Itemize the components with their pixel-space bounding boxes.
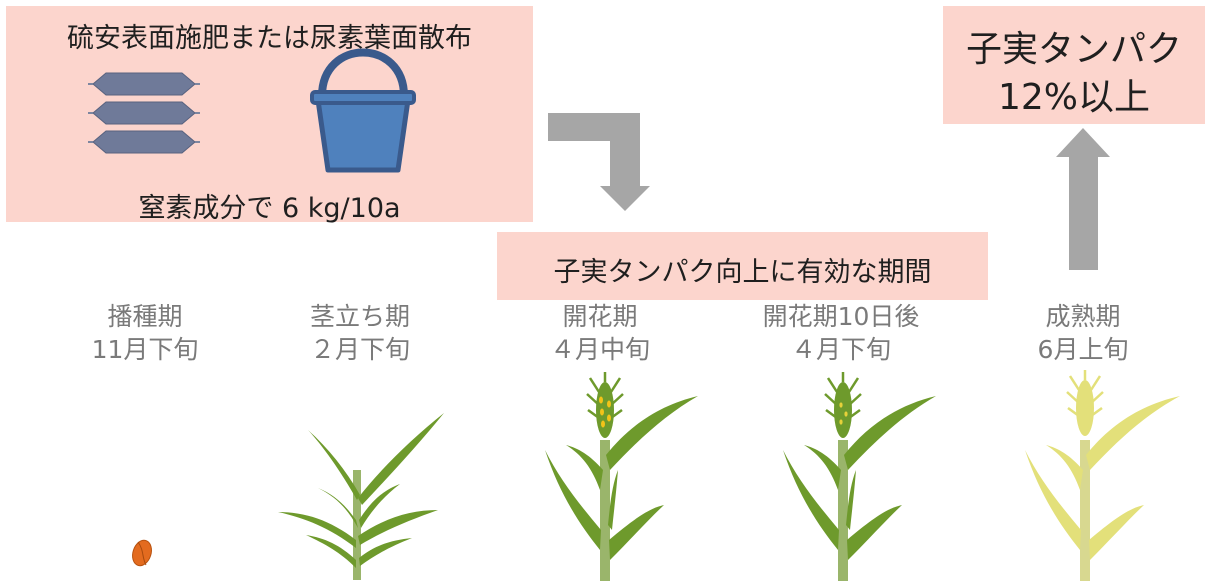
bucket-icon	[310, 48, 416, 173]
plant-stem-elongation-icon	[278, 413, 444, 580]
plant-maturity-icon	[1025, 370, 1180, 581]
plant-flowering-icon	[545, 372, 698, 581]
seed-icon	[132, 539, 152, 567]
fertilizer-bags-icon	[88, 72, 200, 154]
result-line1: 子実タンパク	[965, 29, 1182, 70]
plant-flowering-plus-10-icon	[783, 372, 936, 581]
fertilizer-amount: 窒素成分で 6 kg/10a	[138, 193, 401, 224]
stage-date: ４月中旬	[549, 335, 650, 364]
stage-date: 11月下旬	[91, 335, 199, 364]
stage-flowering: 開花期 ４月中旬	[500, 300, 700, 366]
stage-date: ２月下旬	[309, 335, 410, 364]
result-box: 子実タンパク 12%以上	[943, 6, 1205, 124]
stage-sowing: 播種期 11月下旬	[45, 300, 245, 366]
stage-maturity: 成熟期 6月上旬	[983, 300, 1183, 366]
stage-name: 播種期	[107, 302, 183, 331]
stage-date: ４月下旬	[790, 335, 891, 364]
stage-stem-elongation: 茎立ち期 ２月下旬	[260, 300, 460, 366]
stage-name: 成熟期	[1045, 302, 1121, 331]
stage-flowering-plus-10: 開花期10日後 ４月下旬	[741, 300, 941, 366]
down-arrow-icon	[548, 113, 650, 211]
stage-name: 開花期	[562, 302, 638, 331]
stage-name: 茎立ち期	[309, 302, 410, 331]
effective-period-box: 子実タンパク向上に有効な期間	[497, 232, 988, 300]
effective-period-label: 子実タンパク向上に有効な期間	[553, 257, 932, 288]
result-line2: 12%以上	[997, 77, 1151, 118]
up-arrow-icon	[1056, 128, 1110, 270]
fertilizer-title: 硫安表面施肥または尿素葉面散布	[67, 23, 472, 54]
stage-date: 6月上旬	[1037, 335, 1129, 364]
stage-name: 開花期10日後	[762, 302, 920, 331]
